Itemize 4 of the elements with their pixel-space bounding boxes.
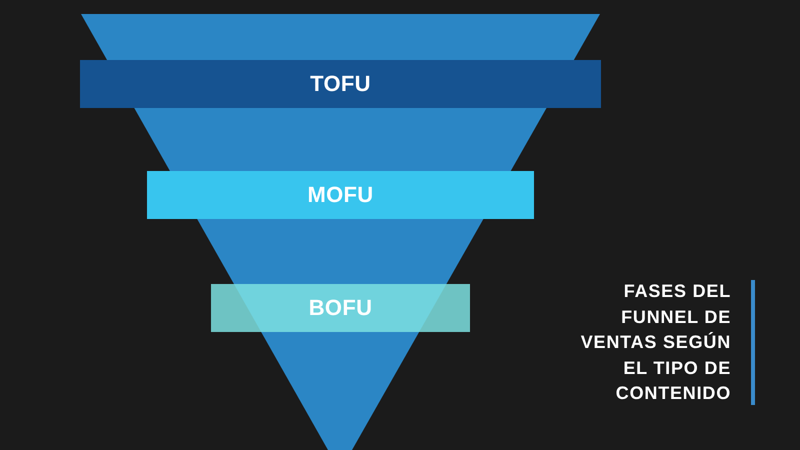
funnel-stage-band: BOFU [211,284,470,332]
title: FASES DEL FUNNEL DE VENTAS SEGÚN EL TIPO DE CONTENIDO [580,280,731,405]
funnel-stage-band: TOFU [80,60,601,108]
funnel-stage-band: MOFU [147,171,534,219]
